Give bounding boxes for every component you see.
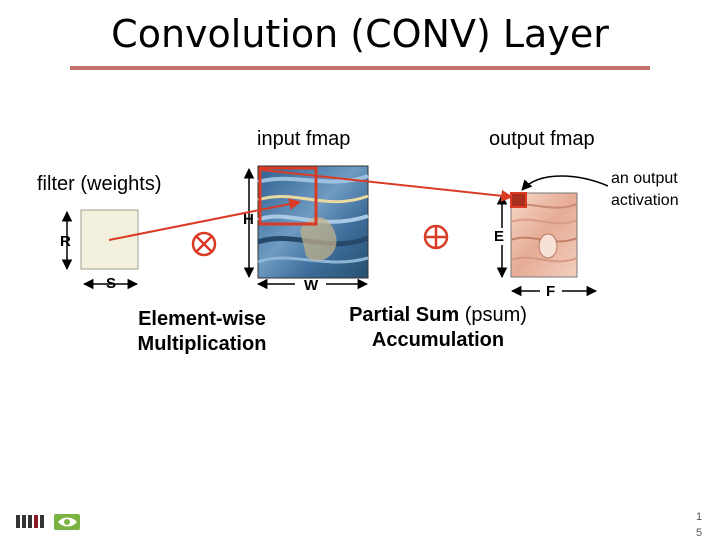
input-fmap-image <box>258 166 368 278</box>
slide-number-bottom: 5 <box>690 525 708 541</box>
partial-sum-caption: Partial Sum (psum) Accumulation <box>318 303 558 353</box>
output-activation-line1: an output <box>611 168 679 190</box>
nvidia-logo <box>54 514 80 530</box>
f-dimension-label: F <box>546 283 555 300</box>
w-dimension-label: W <box>304 277 318 294</box>
partial-sum-line2: Accumulation <box>318 328 558 353</box>
add-symbol <box>425 226 447 248</box>
activation-pointer-arrow <box>522 176 608 190</box>
h-dimension-label: H <box>243 211 254 228</box>
slide-number-top: 1 <box>690 509 708 525</box>
e-dimension-label: E <box>494 228 504 245</box>
r-dimension-label: R <box>60 233 71 250</box>
mit-logo <box>16 515 44 528</box>
filter-label: filter (weights) <box>37 173 161 196</box>
element-wise-caption: Element-wise Multiplication <box>112 307 292 357</box>
output-activation-box <box>511 193 526 207</box>
input-fmap-label: input fmap <box>257 128 350 151</box>
partial-sum-bold: Partial Sum <box>349 304 459 326</box>
output-activation-line2: activation <box>611 190 679 212</box>
slide-number: 1 5 <box>690 509 708 541</box>
element-wise-line1: Element-wise <box>112 307 292 332</box>
output-fmap-label: output fmap <box>489 128 595 151</box>
s-dimension-label: S <box>106 275 116 292</box>
output-activation-label: an output activation <box>611 168 679 212</box>
element-wise-line2: Multiplication <box>112 332 292 357</box>
partial-sum-paren: (psum) <box>465 304 527 326</box>
multiply-symbol <box>193 233 215 255</box>
